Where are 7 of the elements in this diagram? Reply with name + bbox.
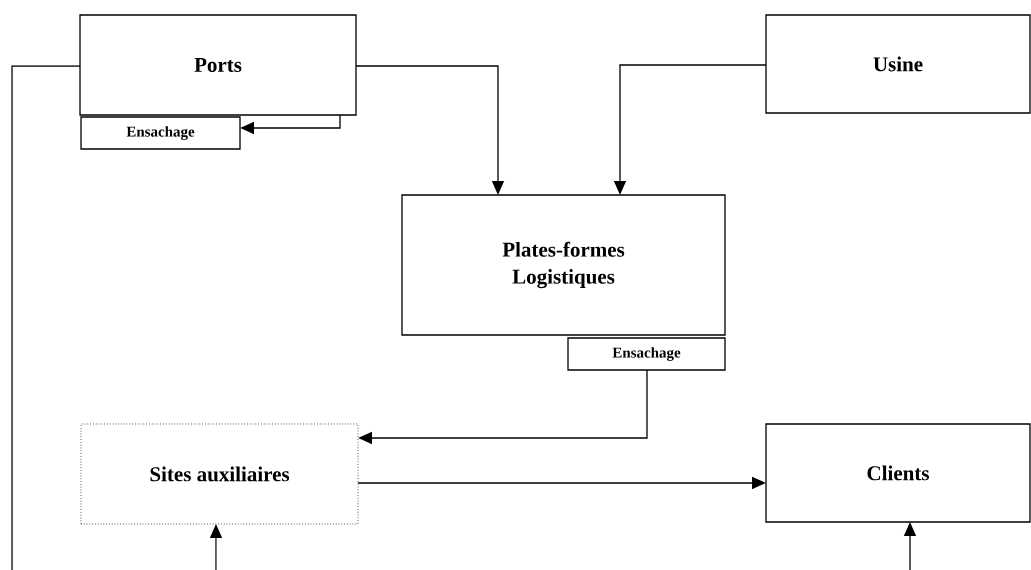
label-box: Ensachage: [80, 116, 241, 150]
label-box: Ensachage: [567, 337, 726, 371]
process-box: Usine: [765, 14, 1031, 114]
process-box: Plates-formes Logistiques: [401, 194, 726, 336]
process-box: Ports: [79, 14, 357, 116]
process-box: Clients: [765, 423, 1031, 523]
process-box: Sites auxiliaires: [80, 423, 359, 525]
